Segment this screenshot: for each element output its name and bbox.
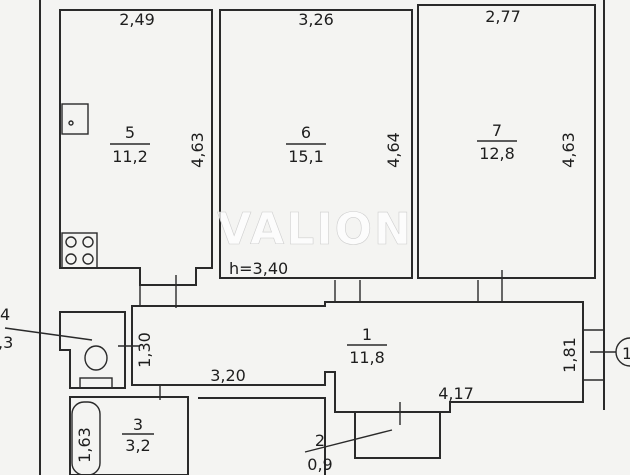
room-2-number: 2 xyxy=(315,431,325,450)
room-1-number: 1 xyxy=(362,325,372,344)
room-3-number: 3 xyxy=(133,415,143,434)
room-6-width: 3,26 xyxy=(298,10,334,29)
room-6-number: 6 xyxy=(301,123,311,142)
room-6-length: 4,64 xyxy=(384,132,403,168)
room-4-outline xyxy=(59,311,126,389)
sink-icon xyxy=(61,103,89,135)
sink-drain xyxy=(68,120,74,126)
room-1-width-b: 1,30 xyxy=(135,332,154,368)
toilet-icon xyxy=(79,345,113,389)
room-7-length: 4,63 xyxy=(559,132,578,168)
room-3-outline xyxy=(69,396,189,475)
room-7-outline xyxy=(417,4,596,279)
room-2-outline xyxy=(354,411,441,459)
room-4-number: 4 xyxy=(0,305,10,324)
room-5-number: 5 xyxy=(125,123,135,142)
axis-marker-label: 1 xyxy=(622,344,630,363)
room-7-number: 7 xyxy=(492,121,502,140)
stove-icon xyxy=(61,232,98,269)
room-6-outline xyxy=(219,9,413,279)
room-2-area: 0,9 xyxy=(307,455,332,474)
room-partial-outline xyxy=(198,397,326,475)
room-4-area: ,3 xyxy=(0,333,13,352)
axis-marker-circle xyxy=(615,337,630,367)
room-7-area: 12,8 xyxy=(479,144,515,163)
door-ticks xyxy=(139,270,503,308)
room-7-width: 2,77 xyxy=(485,7,521,26)
room-1-length-b: 4,17 xyxy=(438,384,474,403)
room-1-area: 11,8 xyxy=(349,348,385,367)
room-5-width: 2,49 xyxy=(119,10,155,29)
ceiling-height: h=3,40 xyxy=(229,259,288,278)
room-6-area: 15,1 xyxy=(288,147,324,166)
room-1-length-a: 3,20 xyxy=(210,366,246,385)
room-3-length: 1,63 xyxy=(75,427,94,463)
room-1-width: 1,81 xyxy=(560,337,579,373)
room-3-area: 3,2 xyxy=(125,436,150,455)
room-5-length: 4,63 xyxy=(188,132,207,168)
leader-line-2 xyxy=(304,429,393,453)
room-1-outline xyxy=(131,301,584,413)
bathtub-icon xyxy=(71,401,101,475)
room-5-area: 11,2 xyxy=(112,147,148,166)
watermark: VALION xyxy=(217,204,413,255)
leader-line-4 xyxy=(4,327,93,341)
